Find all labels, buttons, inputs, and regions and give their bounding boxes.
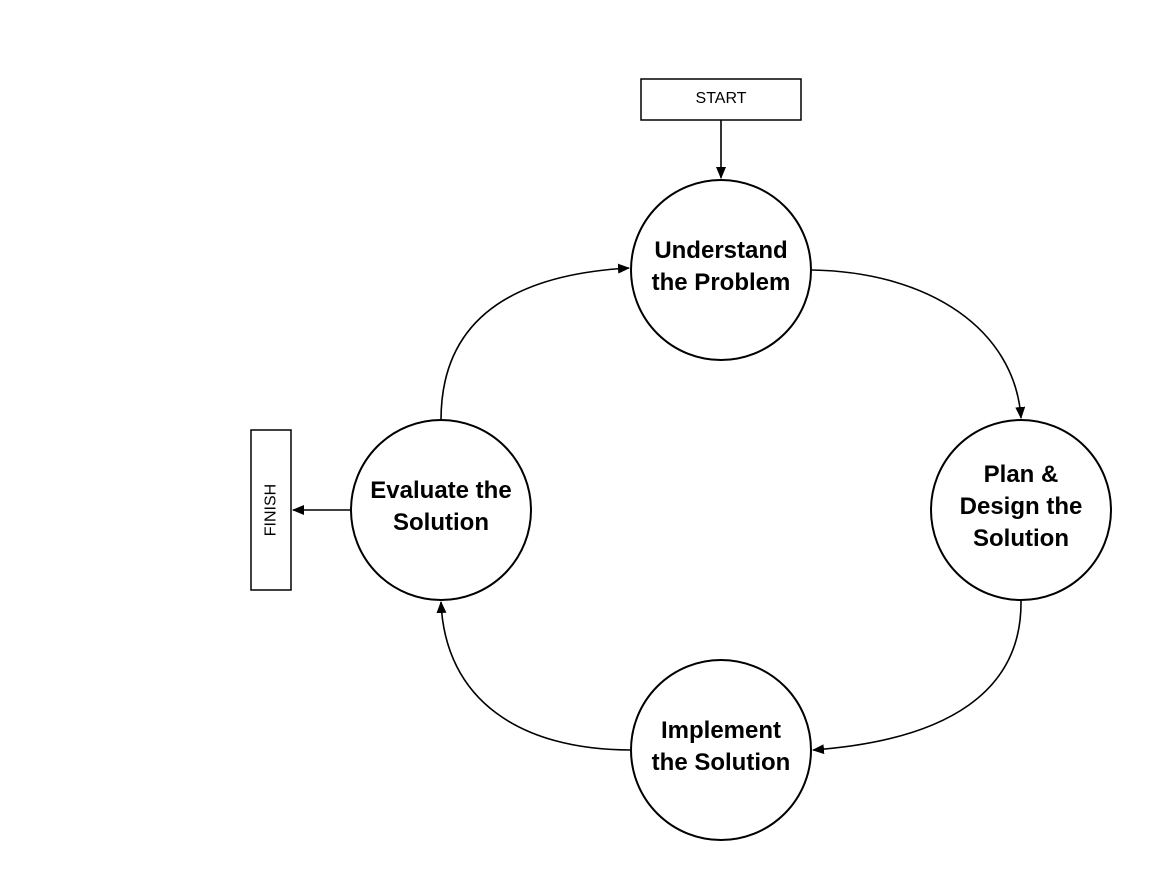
step-evaluate: Evaluate the Solution	[350, 419, 532, 601]
step-label-line: Solution	[393, 509, 489, 536]
finish-box	[250, 429, 292, 591]
step-label-line: Plan &	[984, 461, 1059, 488]
finish-label: FINISH	[263, 484, 280, 536]
edge-evaluate-to-understand	[440, 263, 630, 421]
start-node: START	[640, 78, 802, 121]
step-circle	[350, 419, 532, 601]
edge-implement-to-evaluate	[436, 601, 632, 751]
step-label-line: Design the	[960, 493, 1083, 520]
step-label-line: Implement	[661, 717, 781, 744]
edge-plan-to-implement	[812, 600, 1022, 755]
step-plan-design: Plan & Design the Solution	[930, 419, 1112, 601]
step-label-line: the Solution	[652, 749, 791, 776]
step-label-line: the Problem	[652, 269, 791, 296]
step-label-line: Solution	[973, 525, 1069, 552]
edge-understand-to-plan	[811, 269, 1026, 419]
step-label-line: Understand	[654, 237, 787, 264]
start-label: START	[696, 90, 747, 107]
start-box	[640, 78, 802, 121]
step-understand-problem: Understand the Problem	[630, 179, 812, 361]
step-circle	[630, 179, 812, 361]
step-circle	[630, 659, 812, 841]
step-implement: Implement the Solution	[630, 659, 812, 841]
finish-node: FINISH	[250, 429, 292, 591]
step-circle	[930, 419, 1112, 601]
step-label-line: Evaluate the	[370, 477, 511, 504]
